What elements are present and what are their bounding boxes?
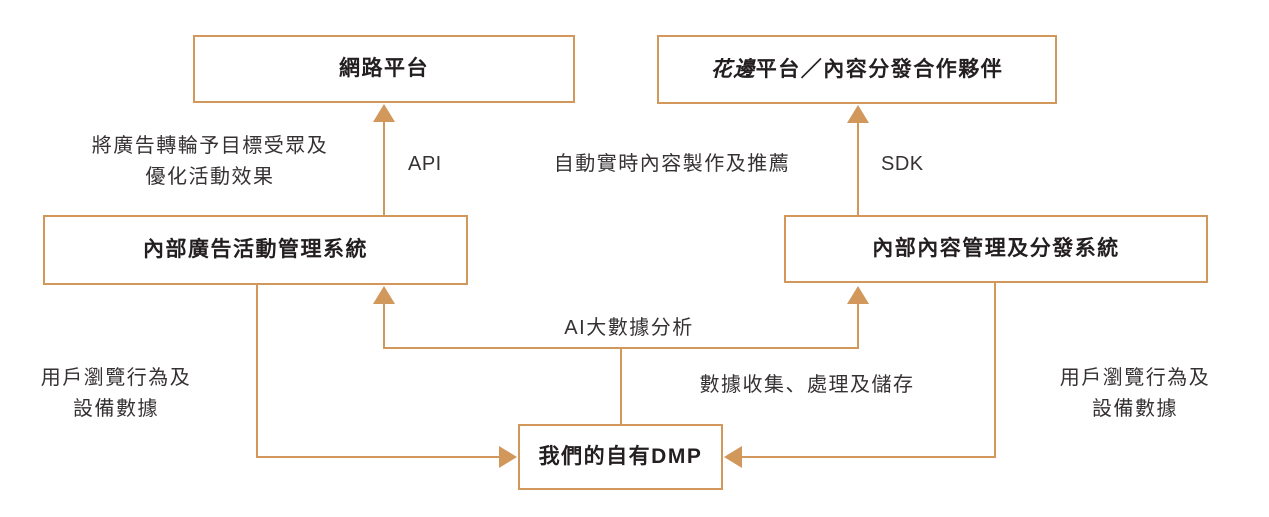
label-ad-delivery: 將廣告轉輪予目標受眾及 優化活動效果	[50, 131, 370, 193]
node-own-dmp: 我們的自有DMP	[518, 424, 723, 490]
label-user-behavior-left-line1: 用戶瀏覽行為及	[40, 367, 192, 389]
label-data-collection: 數據收集、處理及儲存	[699, 374, 915, 396]
label-ai-analysis: AI大數據分析	[564, 317, 694, 339]
label-user-behavior-right-line1: 用戶瀏覽行為及	[1059, 367, 1211, 389]
label-user-behavior-right: 用戶瀏覽行為及 設備數據	[1035, 363, 1235, 425]
node-ad-management-system: 內部廣告活動管理系統	[43, 215, 468, 285]
label-api: API	[408, 153, 442, 175]
node-huabian-platform: 花邊平台／內容分發合作夥伴	[657, 35, 1057, 104]
node-own-dmp-label: 我們的自有DMP	[538, 445, 703, 469]
api-arrow	[373, 104, 395, 215]
node-content-management-system: 內部內容管理及分發系統	[784, 215, 1208, 283]
node-huabian-platform-label-rest: 平台／內容分發合作夥伴	[755, 57, 1004, 81]
label-sdk: SDK	[881, 153, 924, 175]
node-network-platform-label: 網路平台	[339, 57, 429, 81]
ai-analysis-arrows	[373, 286, 869, 424]
label-user-behavior-right-line2: 設備數據	[1092, 398, 1178, 420]
node-huabian-platform-label-italic: 花邊	[710, 57, 756, 81]
node-ad-management-system-label: 內部廣告活動管理系統	[143, 238, 368, 262]
label-auto-content: 自動實時內容製作及推薦	[553, 153, 791, 175]
left-data-arrow	[256, 285, 517, 468]
label-user-behavior-left-line2: 設備數據	[73, 398, 159, 420]
node-content-management-system-label: 內部內容管理及分發系統	[872, 237, 1120, 261]
label-ad-delivery-line2: 優化活動效果	[145, 166, 275, 188]
label-ad-delivery-line1: 將廣告轉輪予目標受眾及	[91, 135, 329, 157]
right-data-arrow	[724, 283, 996, 468]
label-user-behavior-left: 用戶瀏覽行為及 設備數據	[16, 363, 216, 425]
node-network-platform: 網路平台	[193, 35, 575, 103]
sdk-arrow	[847, 105, 869, 215]
node-huabian-platform-label: 花邊平台／內容分發合作夥伴	[711, 57, 1004, 82]
